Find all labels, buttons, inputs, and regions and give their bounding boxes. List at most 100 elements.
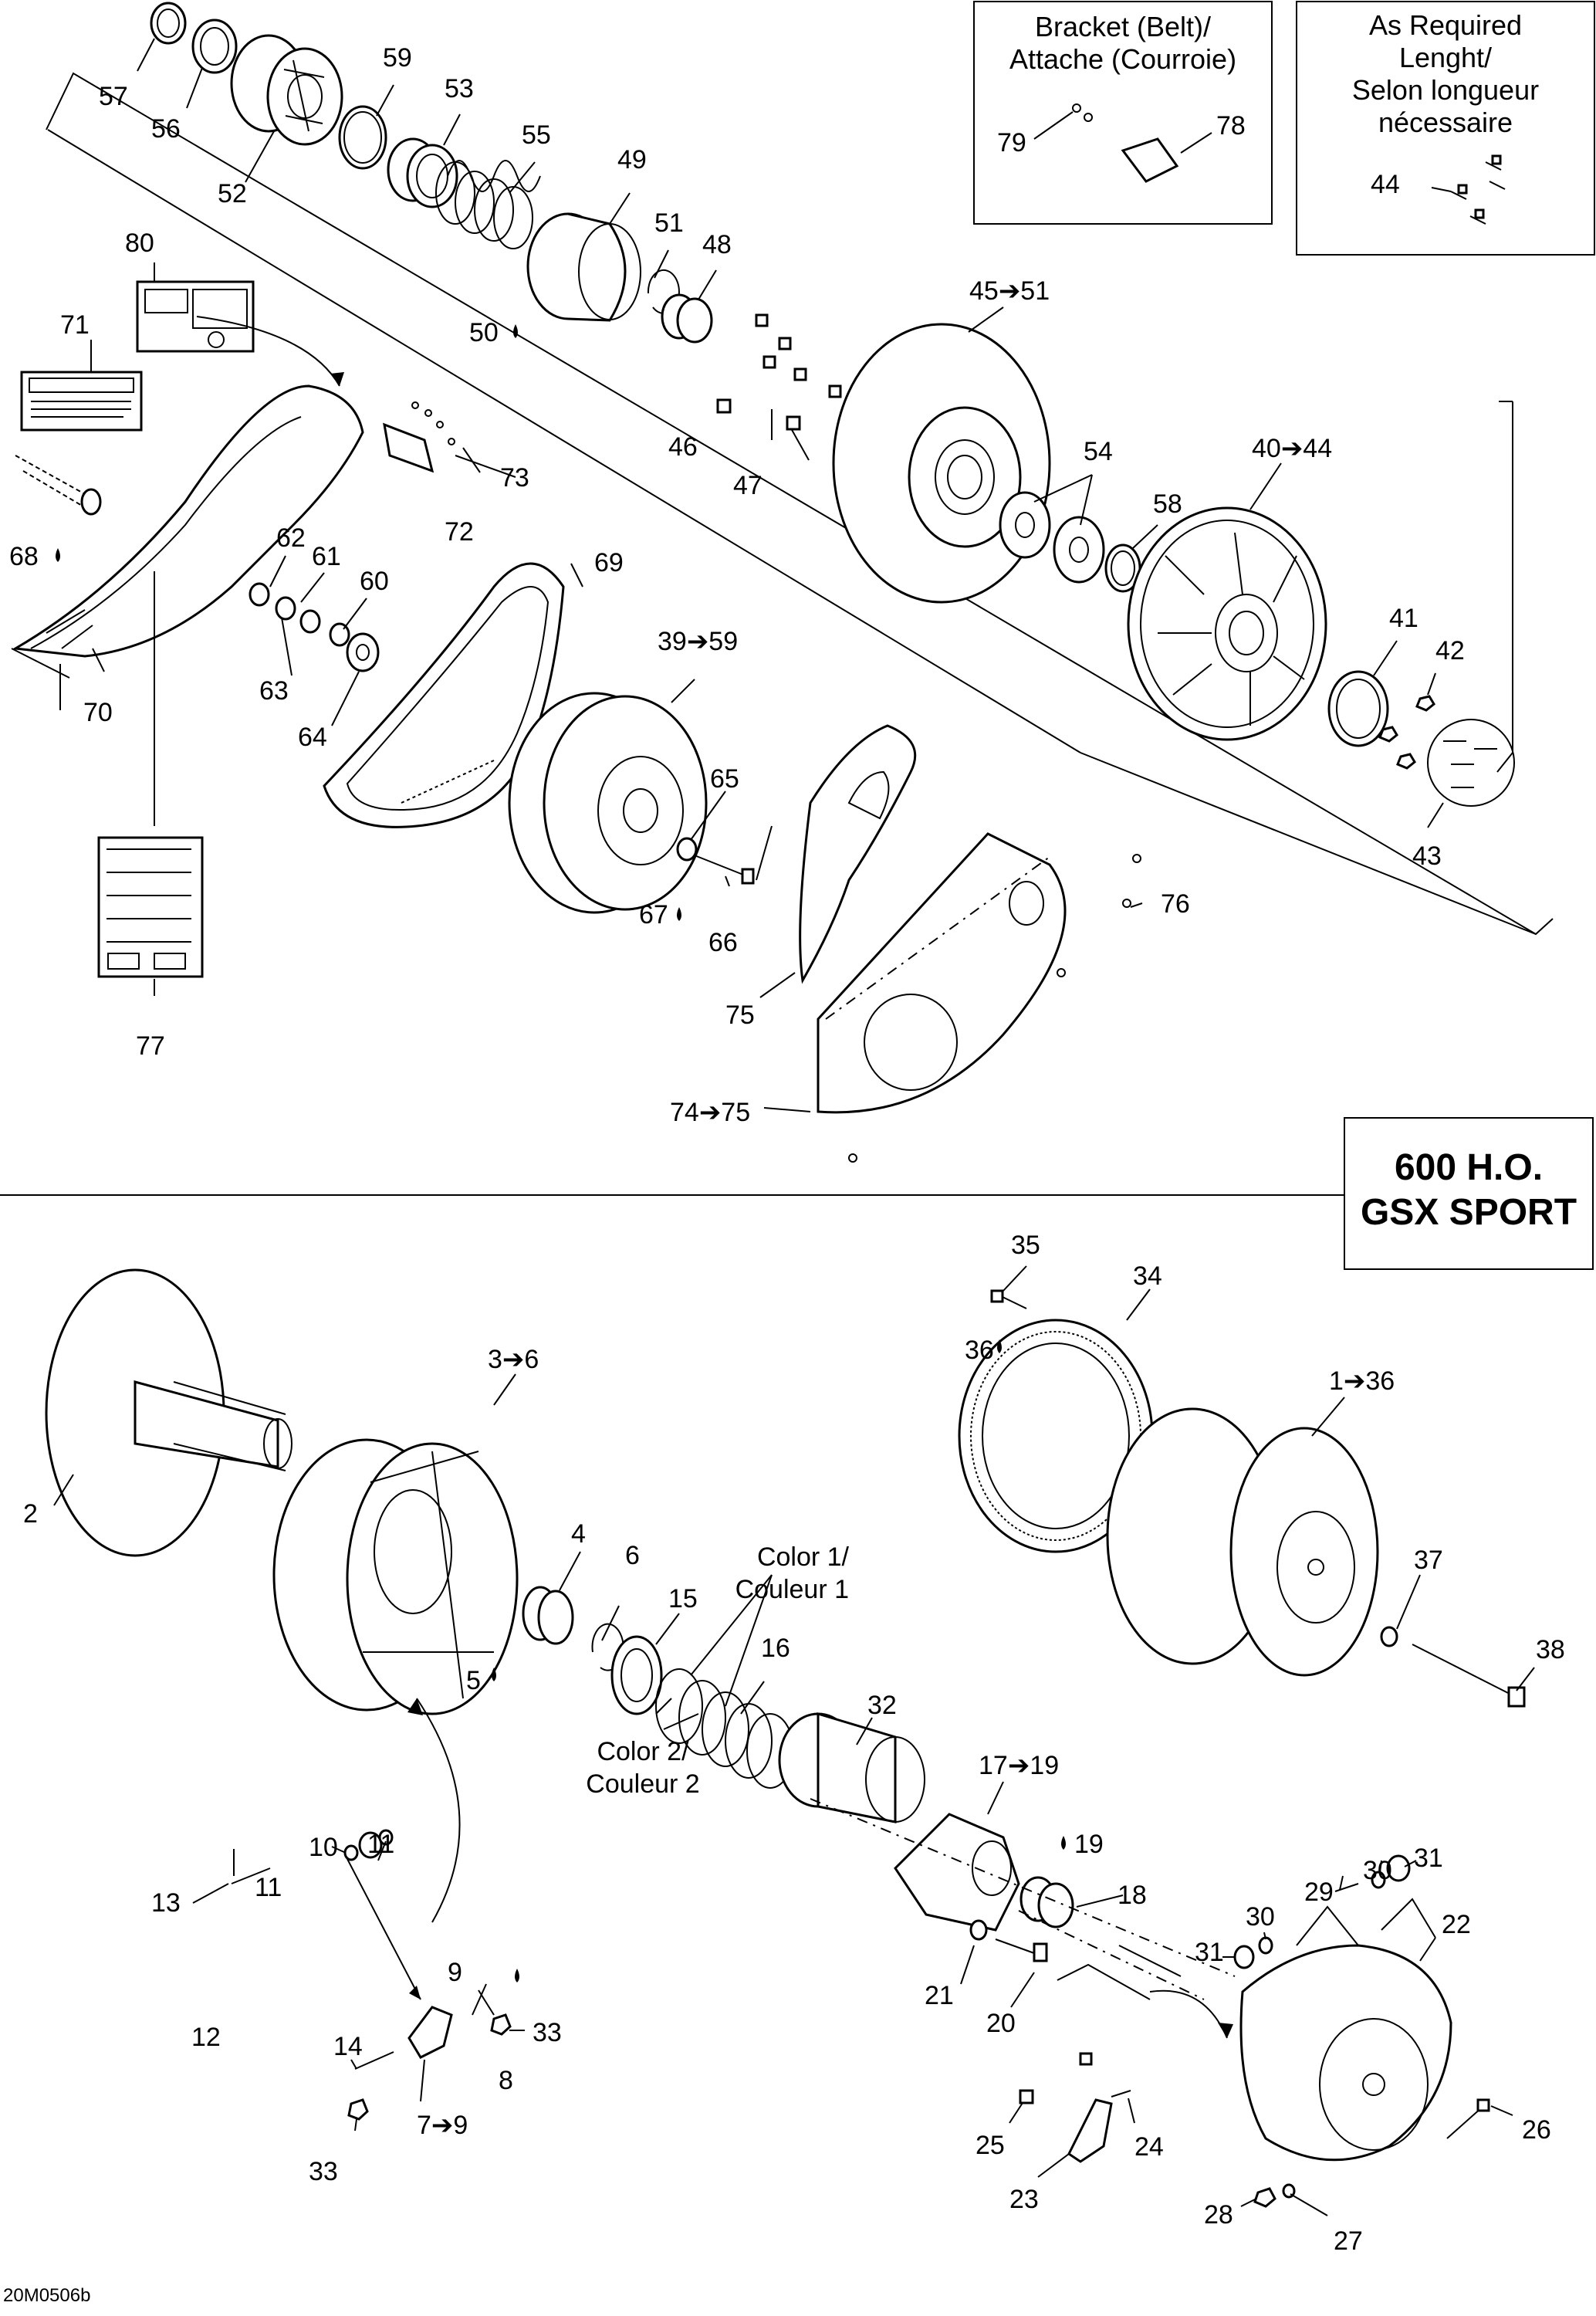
callout-30-a: 30 <box>1363 1856 1392 1885</box>
callout-29: 29 <box>1304 1878 1334 1907</box>
callout-53: 53 <box>445 74 474 103</box>
callout-62: 62 <box>276 523 306 553</box>
callout-58: 58 <box>1153 489 1182 519</box>
driven-pulley-boundary-line-b <box>47 129 1081 753</box>
callout-28: 28 <box>1204 2200 1233 2230</box>
callout-63: 63 <box>259 676 289 706</box>
callout-42: 42 <box>1435 636 1465 665</box>
callout-4: 4 <box>571 1519 586 1549</box>
callout-2: 2 <box>23 1499 38 1529</box>
callout-20: 20 <box>986 2009 1016 2038</box>
drop-icons <box>56 324 1066 1982</box>
callout-80: 80 <box>125 229 154 258</box>
callout-leaders-top <box>59 38 1452 1112</box>
part-4-bushing <box>522 1586 574 1645</box>
callout-64: 64 <box>298 723 327 752</box>
part-1-drive-pulley-assembly <box>1106 1407 1379 1677</box>
callout-44: 44 <box>1371 170 1400 199</box>
callout-5: 5 <box>466 1666 481 1695</box>
callout-33-a: 33 <box>533 2018 562 2047</box>
callout-43: 43 <box>1412 841 1442 871</box>
callout-48: 48 <box>702 230 732 259</box>
part-52-cam <box>230 34 343 146</box>
part-46-47-screws <box>716 313 842 431</box>
callout-54: 54 <box>1084 437 1113 466</box>
bracket-belt-title: Bracket (Belt)/ Attache (Courroie) <box>1009 11 1237 75</box>
part-43-bolts <box>1427 401 1515 807</box>
as-required-box <box>1296 1 1595 256</box>
callout-45-51: 45➔51 <box>969 276 1050 306</box>
callout-26: 26 <box>1522 2115 1551 2145</box>
part-16-spring <box>655 1668 794 1789</box>
callout-51: 51 <box>654 208 684 238</box>
drop-icon-9 <box>515 1969 519 1982</box>
part-59-o-ring <box>338 105 387 170</box>
model-box <box>1344 1117 1594 1270</box>
callout-69: 69 <box>594 548 624 577</box>
part-39-driven-pulley <box>508 692 708 914</box>
part-49-sleeve <box>526 212 641 322</box>
part-70-guard <box>11 384 364 679</box>
callout-74-75: 74➔75 <box>670 1098 750 1127</box>
part-74-cover <box>817 832 1141 1163</box>
color-1-label: Color 1/ Couleur 1 <box>735 1542 849 1604</box>
callout-22: 22 <box>1442 1910 1471 1939</box>
callout-76: 76 <box>1161 889 1190 919</box>
callout-9: 9 <box>448 1958 462 1987</box>
callout-59: 59 <box>383 43 412 73</box>
callout-7-9: 7➔9 <box>417 2111 468 2140</box>
part-53-bushing <box>387 137 458 208</box>
callout-16: 16 <box>761 1634 790 1663</box>
drop-icon-36 <box>997 1339 1002 1353</box>
part-72-bracket <box>383 401 455 473</box>
part-48-bushing <box>661 293 713 344</box>
driven-pulley-boundary-line <box>46 72 1554 936</box>
callout-79: 79 <box>997 128 1026 157</box>
bracket-belt-box <box>973 1 1273 225</box>
callout-30-b: 30 <box>1246 1902 1275 1932</box>
callout-31-b: 31 <box>1195 1938 1224 1967</box>
callout-31-a: 31 <box>1414 1844 1443 1873</box>
callout-40-44: 40➔44 <box>1252 434 1332 463</box>
callout-73: 73 <box>500 463 529 493</box>
callout-47: 47 <box>733 471 762 500</box>
callout-39-59: 39➔59 <box>658 627 738 656</box>
callout-41: 41 <box>1389 604 1418 633</box>
part-55-spring <box>435 160 541 249</box>
part-20-21-bolt-washer <box>969 1919 1048 1962</box>
part-22-spider-assembly <box>1239 1898 1452 2162</box>
part-56-seal <box>191 19 238 74</box>
part-57-ring <box>150 2 187 45</box>
callout-leaders-bottom <box>53 1265 1535 2216</box>
as-required-title: As Required Lenght/ Selon longueur néces… <box>1351 9 1540 138</box>
callout-37: 37 <box>1414 1546 1443 1575</box>
drop-icon-5 <box>492 1668 496 1681</box>
callout-32: 32 <box>867 1691 897 1720</box>
part-18-bushing <box>1019 1876 1074 1928</box>
callout-34: 34 <box>1133 1261 1162 1291</box>
callout-77: 77 <box>136 1031 165 1061</box>
callout-75: 75 <box>725 1001 755 1030</box>
part-41-seal-plate <box>1327 670 1389 747</box>
callout-36: 36 <box>965 1336 994 1365</box>
part-54-shims <box>999 491 1105 584</box>
decal-80-label <box>136 280 255 353</box>
callout-66: 66 <box>708 928 738 957</box>
callout-27: 27 <box>1334 2226 1363 2256</box>
drop-icon-67 <box>677 907 681 921</box>
callout-19: 19 <box>1074 1830 1104 1859</box>
part-44-bolts <box>1450 154 1506 225</box>
callout-52: 52 <box>218 179 247 208</box>
callout-67: 67 <box>639 900 668 929</box>
callout-25: 25 <box>976 2131 1005 2160</box>
callout-72: 72 <box>445 517 474 547</box>
callout-18: 18 <box>1118 1881 1147 1910</box>
part-75-belt-guard <box>799 724 917 984</box>
part-32-sleeve <box>778 1712 925 1823</box>
callout-33-b: 33 <box>309 2157 338 2186</box>
callout-56: 56 <box>151 114 181 144</box>
callout-11-b: 11 <box>255 1873 282 1902</box>
callout-12: 12 <box>191 2023 221 2052</box>
callout-60: 60 <box>360 567 389 596</box>
